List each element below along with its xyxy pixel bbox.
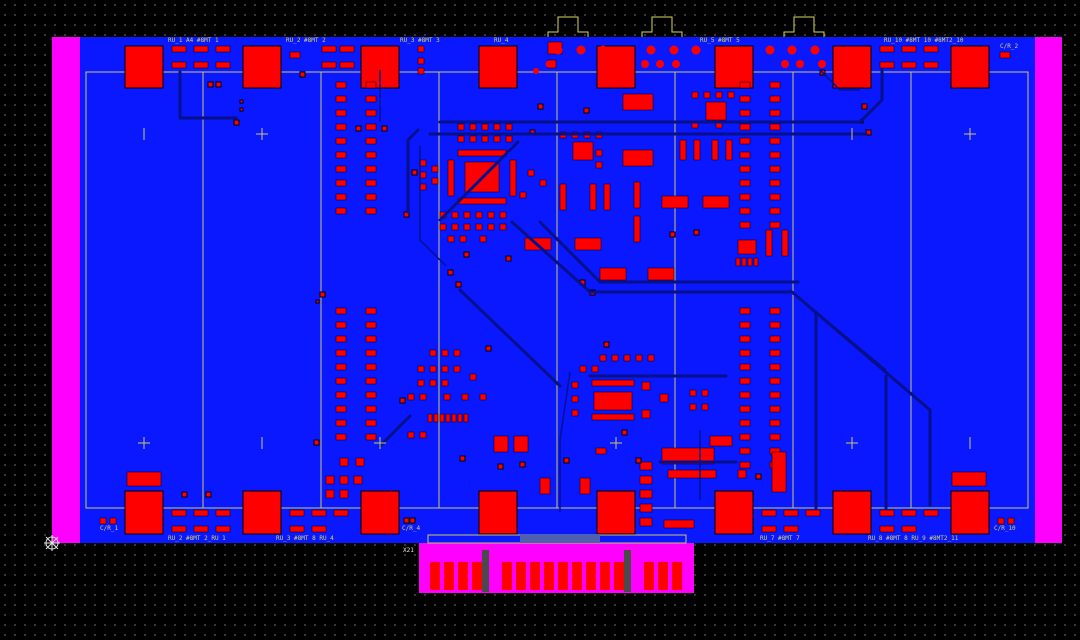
tht-pads-top[interactable]	[533, 45, 826, 75]
top-connector-outlines	[547, 16, 825, 37]
svg-text:RU_5 #8MT 5: RU_5 #8MT 5	[700, 37, 740, 44]
connector-x21[interactable]	[419, 534, 694, 593]
trace-routes	[178, 68, 932, 510]
power-components-upper[interactable]	[524, 91, 789, 281]
corner-chip-footprints[interactable]	[126, 471, 987, 487]
svg-text:RU_4: RU_4	[494, 37, 509, 44]
svg-text:RU_2 #8MT 2: RU_2 #8MT 2	[286, 37, 326, 44]
thin-traces	[379, 69, 887, 512]
silkscreen-labels: RU_1 A4 #8MT 1 RU_2 #8MT 2 RU_3 #8MT 3 R…	[100, 37, 1018, 542]
ic-cluster-lower-middle[interactable]	[539, 354, 787, 529]
bottom-pad-row[interactable]	[124, 490, 990, 535]
connector-designator: X21	[403, 547, 414, 554]
top-pad-row[interactable]	[124, 45, 990, 89]
svg-text:RU_8 #8MT 8 RU_9 #8MT2_11: RU_8 #8MT 8 RU_9 #8MT2_11	[868, 535, 959, 542]
svg-text:C/R_4: C/R_4	[402, 525, 420, 532]
smd-pads-bottom[interactable]	[99, 509, 1015, 533]
svg-text:RU_10 #8MT 10 #8MT2_10: RU_10 #8MT 10 #8MT2_10	[884, 37, 964, 44]
mounting-crosses	[138, 128, 976, 449]
svg-text:C/R_10: C/R_10	[994, 525, 1016, 532]
svg-text:C/R_2: C/R_2	[1000, 43, 1018, 50]
svg-text:RU_2 #8MT 2_RU 1: RU_2 #8MT 2_RU 1	[168, 535, 226, 542]
origin-marker-crosshair-circle-icon[interactable]	[44, 535, 60, 551]
svg-text:C/R_1: C/R_1	[100, 525, 118, 532]
passive-column-left[interactable]	[335, 81, 377, 441]
svg-text:RU_7 #8MT 7: RU_7 #8MT 7	[760, 535, 800, 542]
passive-column-right[interactable]	[739, 81, 781, 469]
svg-text:RU_3 #8MT 3: RU_3 #8MT 3	[400, 37, 440, 44]
silkscreen-outline	[85, 71, 1029, 509]
svg-text:RU_1 A4 #8MT 1: RU_1 A4 #8MT 1	[168, 37, 219, 44]
analog-cluster-lower-left[interactable]	[325, 349, 529, 499]
svg-text:RU_3 #8MT 8 RU_4: RU_3 #8MT 8 RU_4	[276, 535, 334, 542]
via-array[interactable]	[181, 69, 872, 524]
